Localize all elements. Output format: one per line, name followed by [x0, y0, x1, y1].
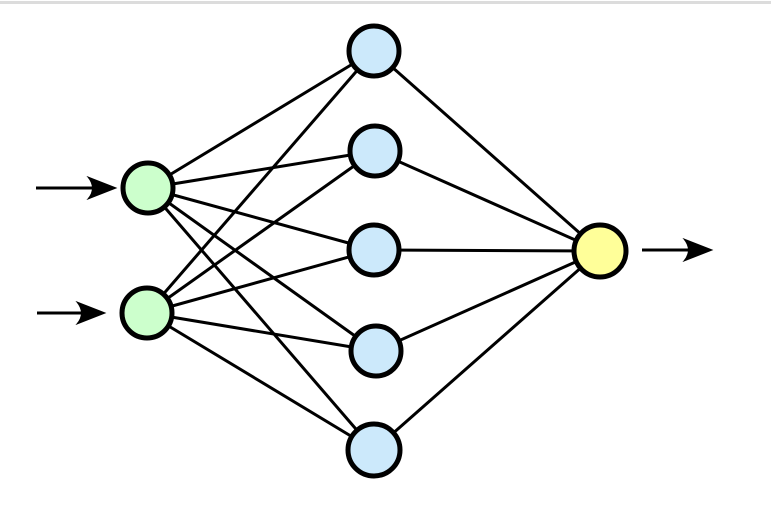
edge-input-2-hidden-3	[146, 248, 375, 315]
input-1-node	[120, 160, 176, 216]
hidden-4-node	[348, 323, 404, 379]
edge-hidden-2-output-1	[374, 149, 601, 253]
edge-input-2-hidden-1	[145, 50, 376, 314]
hidden-5-node	[345, 421, 403, 479]
edge-hidden-1-output-1	[373, 49, 601, 253]
input-arrow-2-head	[75, 300, 107, 326]
hidden-1-node	[346, 23, 402, 79]
hidden-3-node	[346, 222, 402, 278]
edge-input-1-hidden-3	[147, 186, 375, 252]
edge-hidden-4-output-1	[375, 249, 601, 353]
edge-hidden-3-output-1	[373, 248, 601, 253]
edge-input-1-hidden-2	[147, 149, 376, 190]
hidden-2-node	[347, 123, 403, 179]
output-arrow-head	[682, 237, 714, 263]
edge-input-2-hidden-5	[146, 311, 375, 452]
edge-hidden-5-output-1	[373, 249, 601, 452]
edge-input-1-hidden-5	[146, 187, 376, 451]
input-2-node	[119, 285, 175, 341]
edge-input-1-hidden-1	[147, 49, 375, 190]
output-1-node	[571, 222, 629, 280]
input-arrow-1-head	[86, 175, 118, 201]
edge-input-2-hidden-2	[146, 149, 376, 315]
edge-input-1-hidden-4	[147, 186, 377, 353]
edge-input-2-hidden-4	[146, 311, 377, 353]
top-border-line	[0, 1, 771, 4]
